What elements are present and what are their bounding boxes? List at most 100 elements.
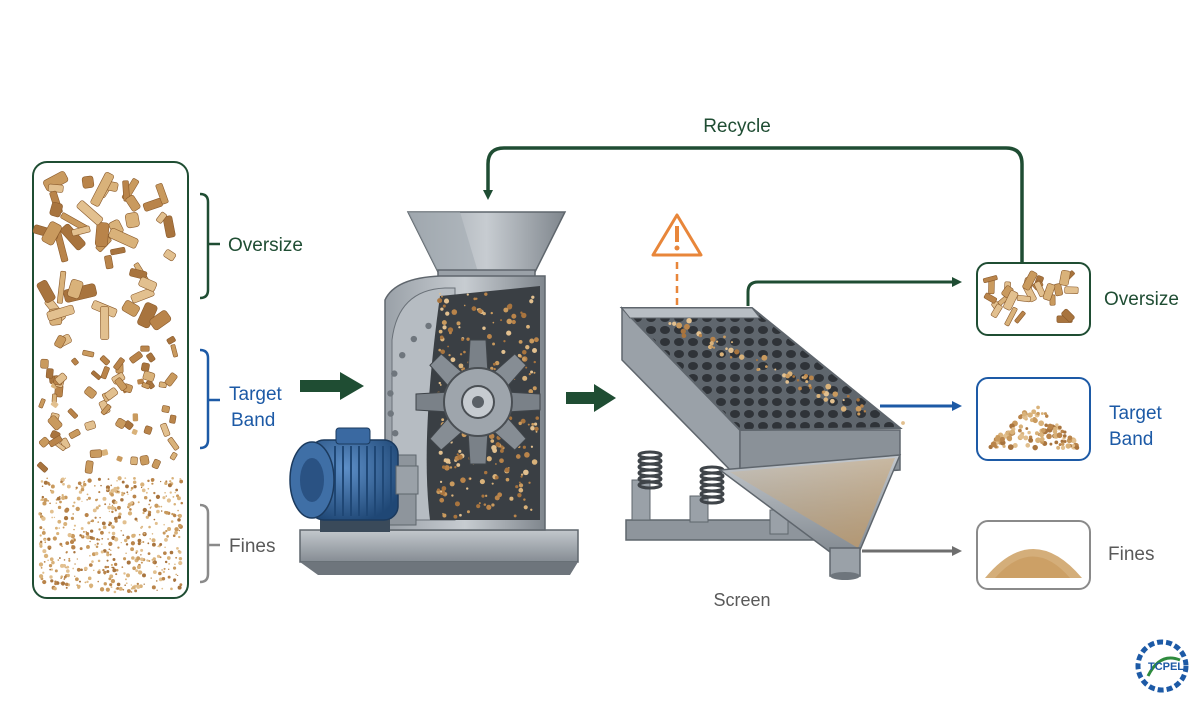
fine-particle [109,521,113,525]
fine-particle [140,548,144,552]
wood-particle [54,334,67,349]
fine-particle [130,541,135,546]
wood-particle [146,352,156,363]
wood-chip [94,222,110,248]
screened-particle [712,346,716,349]
screened-particle [842,399,845,402]
fine-particle [111,510,114,514]
fine-particle [68,559,71,562]
vibrating-screen-icon [619,306,905,580]
output-oversize-chip [1016,294,1031,303]
fine-particle [123,557,127,561]
motor-icon [289,427,419,532]
milled-particle [483,503,487,506]
fine-particle [54,526,58,530]
fine-particle [113,537,119,542]
fine-particle [177,585,182,590]
milled-particle [531,459,538,465]
fine-particle [178,561,183,566]
fine-particle [174,527,179,532]
wood-particle [140,362,150,372]
fine-particle [163,523,165,526]
fine-particle [125,543,129,546]
milled-particle [490,366,494,370]
wood-particle [84,420,97,431]
milled-particle [523,498,526,501]
fine-particle [131,585,136,590]
fine-particle [175,488,179,492]
fine-particle [175,573,178,576]
mill-bolt [392,430,399,437]
milled-particle [518,481,521,484]
wood-particle [84,460,94,474]
milled-particle [449,466,453,469]
fine-particle [109,574,114,579]
fine-particle [120,530,122,532]
milled-particle [518,483,524,488]
fine-particle [80,485,82,487]
wood-chip [129,268,148,280]
milled-particle [518,339,523,344]
fine-particle [60,577,62,579]
milled-particle [535,430,538,433]
fine-particle [38,574,44,579]
fine-particle [129,508,132,511]
milled-particle [525,366,528,369]
wood-chip [71,225,91,237]
fine-particle [85,530,87,533]
milled-particle [469,477,472,480]
milled-particle [518,421,522,426]
fine-particle [58,557,61,559]
fine-particle [103,570,107,575]
fine-particle [54,580,57,584]
fine-particle [79,547,83,551]
fine-particle [73,528,75,531]
milled-particle [453,514,458,519]
output-oversize-chip [983,292,998,304]
screened-particle [808,375,814,381]
milled-particle [530,508,533,511]
fine-particle [167,575,171,579]
milled-particle [529,338,535,344]
milled-particle [521,312,527,319]
screened-particle [840,406,847,412]
milled-particle [449,481,455,487]
fine-particle [165,511,169,515]
milled-particle [532,386,537,391]
fine-particle [59,542,63,546]
milled-particle [529,299,534,304]
wood-chip [124,212,140,229]
wood-particle [151,458,161,470]
milled-particle [476,504,481,509]
screened-particle [709,341,714,346]
wood-chip [41,221,62,246]
fine-particle [82,481,85,484]
milled-particle [518,487,524,493]
output-target-particle [1053,426,1057,431]
milled-particle [528,389,534,394]
fine-particle [149,538,152,540]
fine-particle [177,513,183,518]
output-target-particle [1028,437,1034,443]
output-target-particle [1055,423,1059,427]
screened-particle [686,317,692,324]
fine-particle [135,569,139,573]
wood-particle [68,428,81,439]
target-band-pile [988,405,1080,451]
milled-particle [486,504,492,510]
output-target-particle [1040,412,1044,416]
fine-particle [86,580,89,584]
milled-particle [525,344,530,350]
screened-particle [782,373,787,378]
output-target-particle [1025,427,1029,430]
fine-particle [126,560,131,565]
fine-particle [58,495,61,498]
output-target-particle [1012,443,1018,449]
fine-particle [42,571,45,574]
fine-particle [49,509,54,514]
milled-particle [466,510,470,514]
fine-particle [152,557,156,561]
fine-particle [151,559,154,561]
fine-particle [60,582,62,584]
fine-particle [105,485,110,490]
